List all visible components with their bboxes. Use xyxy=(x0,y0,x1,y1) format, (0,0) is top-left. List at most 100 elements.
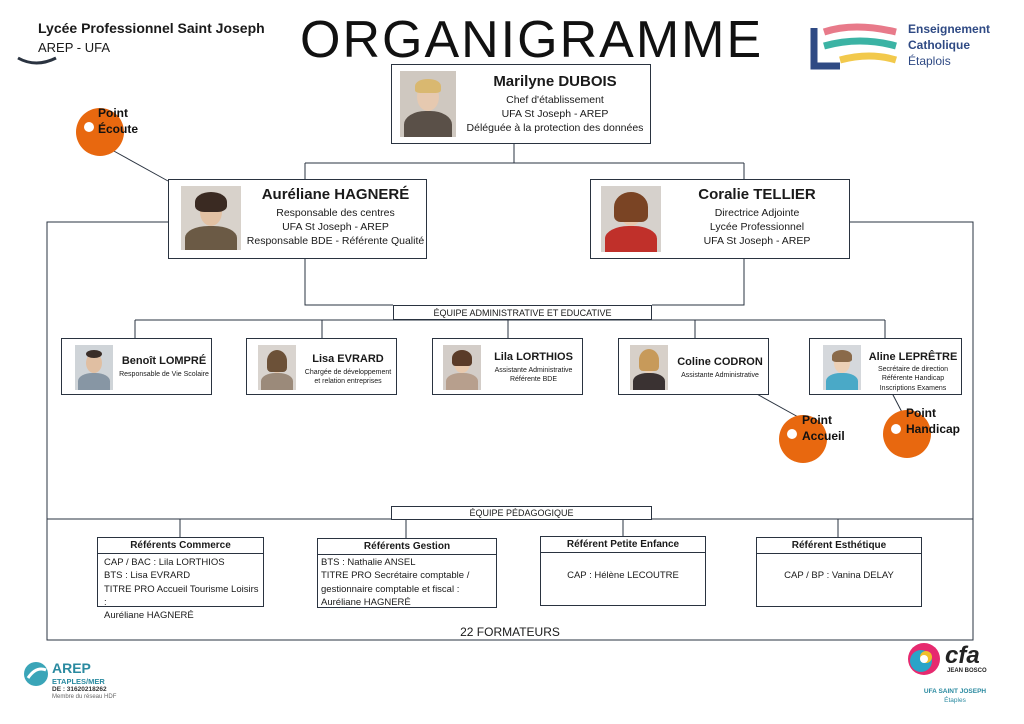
point-label-line: Accueil xyxy=(802,428,845,443)
staff-name: Benoît LOMPRÉ xyxy=(121,355,207,367)
point-ecoute-label: Point Écoute xyxy=(98,106,138,137)
cfa-logo-icon xyxy=(908,643,940,675)
referent-line: Auréliane HAGNERÉ xyxy=(321,596,411,608)
manager-role: UFA St Joseph - AREP xyxy=(282,221,389,234)
staff-roles: Assistante Administrative Référente BDE xyxy=(483,366,584,385)
point-label-line: Handicap xyxy=(906,421,961,436)
manager-card: Coralie TELLIER Directrice Adjointe Lycé… xyxy=(590,179,850,259)
staff-role: Assistante Administrative xyxy=(494,367,573,374)
manager-name: Coralie TELLIER xyxy=(698,186,816,203)
director-role: Déléguée à la protection des données xyxy=(466,122,644,135)
ec-logo-line: Catholique xyxy=(908,38,970,52)
staff-card: Benoît LOMPRÉ Responsable de Vie Scolair… xyxy=(61,338,212,395)
manager-role: Responsable des centres xyxy=(276,207,395,219)
director-photo xyxy=(400,71,456,137)
staff-role: Chargée de développement xyxy=(304,369,392,376)
staff-photo xyxy=(630,345,668,390)
staff-role: Responsable de Vie Scolaire xyxy=(119,371,209,378)
director-card: Marilyne DUBOIS Chef d'établissement UFA… xyxy=(391,64,651,144)
staff-roles: Assistante Administrative xyxy=(670,371,770,380)
manager-roles: Responsable des centres UFA St Joseph - … xyxy=(243,206,428,249)
staff-name: Lisa EVRARD xyxy=(312,353,384,365)
director-name: Marilyne DUBOIS xyxy=(493,73,617,90)
admin-team-label-text: ÉQUIPE ADMINISTRATIVE ET EDUCATIVE xyxy=(433,308,612,318)
point-handicap-label: Point Handicap xyxy=(906,406,960,437)
page-title: ORGANIGRAMME xyxy=(300,11,764,69)
referent-title: Référent Esthétique xyxy=(757,538,921,554)
ufa-line: UFA SAINT JOSEPH xyxy=(923,688,987,695)
staff-photo xyxy=(258,345,296,390)
ec-logo-line: Étaplois xyxy=(908,54,951,68)
staff-name: Coline CODRON xyxy=(677,356,763,368)
staff-card: Lisa EVRARD Chargée de développement et … xyxy=(246,338,397,395)
ec-logo-line: Enseignement xyxy=(908,22,991,36)
staff-photo xyxy=(75,345,113,390)
school-name: Lycée Professionnel Saint Joseph xyxy=(38,20,265,36)
staff-role: et relation entreprises xyxy=(314,378,382,386)
staff-roles: Responsable de Vie Scolaire xyxy=(115,370,213,379)
staff-role: Secrétaire de direction xyxy=(877,366,949,373)
pedago-team-label: ÉQUIPE PÉDAGOGIQUE xyxy=(391,506,652,520)
director-role: UFA St Joseph - AREP xyxy=(501,108,609,121)
staff-name: Lila LORTHIOS xyxy=(494,351,573,363)
arep-name: AREP xyxy=(52,660,91,676)
referent-line: Auréliane HAGNERÉ xyxy=(104,610,194,622)
referent-lines: BTS : Nathalie ANSEL TITRE PRO Secrétair… xyxy=(321,556,469,609)
staff-photo xyxy=(443,345,481,390)
staff-roles: Chargée de développement et relation ent… xyxy=(298,368,398,387)
referent-line: CAP : Hélène LECOUTRE xyxy=(567,570,679,581)
point-label-line: Point xyxy=(98,106,128,120)
point-handicap-badge xyxy=(883,410,931,458)
cfa-subtitle: JEAN BOSCO xyxy=(947,668,987,674)
staff-role: Assistante Administrative xyxy=(681,372,759,379)
staff-role: Référente BDE xyxy=(509,376,558,384)
school-logo-arc-icon xyxy=(17,56,57,65)
manager-photo xyxy=(601,186,661,252)
point-accueil-badge xyxy=(779,415,827,463)
referent-line: BTS : Lisa EVRARD xyxy=(104,570,191,582)
manager-roles: Directrice Adjointe Lycée Professionnel … xyxy=(663,206,851,249)
referent-box: Référent Esthétique CAP / BP : Vanina DE… xyxy=(756,537,922,607)
referent-box: Référents Gestion BTS : Nathalie ANSEL T… xyxy=(317,538,497,608)
referent-line: gestionnaire comptable et fiscal : xyxy=(321,583,460,595)
referent-title: Référent Petite Enfance xyxy=(541,537,705,553)
director-roles: Chef d'établissement UFA St Joseph - ARE… xyxy=(458,93,652,136)
point-label-line: Écoute xyxy=(98,121,139,136)
admin-team-label: ÉQUIPE ADMINISTRATIVE ET EDUCATIVE xyxy=(393,305,652,320)
staff-role: Référente Handicap xyxy=(881,375,945,383)
referent-line: TITRE PRO Accueil Tourisme Loisirs : xyxy=(104,583,259,608)
arep-de: DE : 31620218262 xyxy=(52,686,107,693)
school-subtitle: AREP - UFA xyxy=(38,40,111,55)
point-label-line: Point xyxy=(906,406,936,420)
referent-lines: CAP / BP : Vanina DELAY xyxy=(757,569,921,582)
referent-lines: CAP : Hélène LECOUTRE xyxy=(541,569,705,582)
point-accueil-icon xyxy=(785,427,799,441)
staff-roles: Secrétaire de direction Référente Handic… xyxy=(863,365,963,393)
staff-card: Lila LORTHIOS Assistante Administrative … xyxy=(432,338,583,395)
point-accueil-label: Point Accueil xyxy=(802,413,845,444)
referent-box: Référent Petite Enfance CAP : Hélène LEC… xyxy=(540,536,706,606)
director-role: Chef d'établissement xyxy=(506,94,604,106)
enseignement-catholique-logo-icon xyxy=(810,23,898,70)
staff-card: Coline CODRON Assistante Administrative xyxy=(618,338,769,395)
point-handicap-icon xyxy=(889,422,903,436)
referent-line: CAP / BP : Vanina DELAY xyxy=(784,570,894,581)
referent-box: Référents Commerce CAP / BAC : Lila LORT… xyxy=(97,537,264,621)
pedago-team-label-text: ÉQUIPE PÉDAGOGIQUE xyxy=(469,508,574,518)
manager-role: Responsable BDE - Référente Qualité xyxy=(246,235,425,248)
ufa-line: Étaples xyxy=(944,697,966,704)
formateurs-label: 22 FORMATEURS xyxy=(460,625,560,639)
arep-member: Membre du réseau HDF xyxy=(52,694,117,700)
staff-photo xyxy=(823,345,861,390)
manager-photo xyxy=(181,186,241,250)
referent-line: BTS : Nathalie ANSEL xyxy=(321,557,416,568)
point-label-line: Point xyxy=(802,413,832,427)
cfa-word: cfa xyxy=(945,642,980,669)
point-ecoute-icon xyxy=(82,120,96,134)
staff-name: Aline LEPRÊTRE xyxy=(868,351,958,363)
manager-role: UFA St Joseph - AREP xyxy=(703,235,811,248)
arep-city: ETAPLES/MER xyxy=(52,677,105,686)
manager-card: Auréliane HAGNERÉ Responsable des centre… xyxy=(168,179,427,259)
referent-lines: CAP / BAC : Lila LORTHIOS BTS : Lisa EVR… xyxy=(104,556,263,622)
manager-role: Lycée Professionnel xyxy=(709,221,805,234)
